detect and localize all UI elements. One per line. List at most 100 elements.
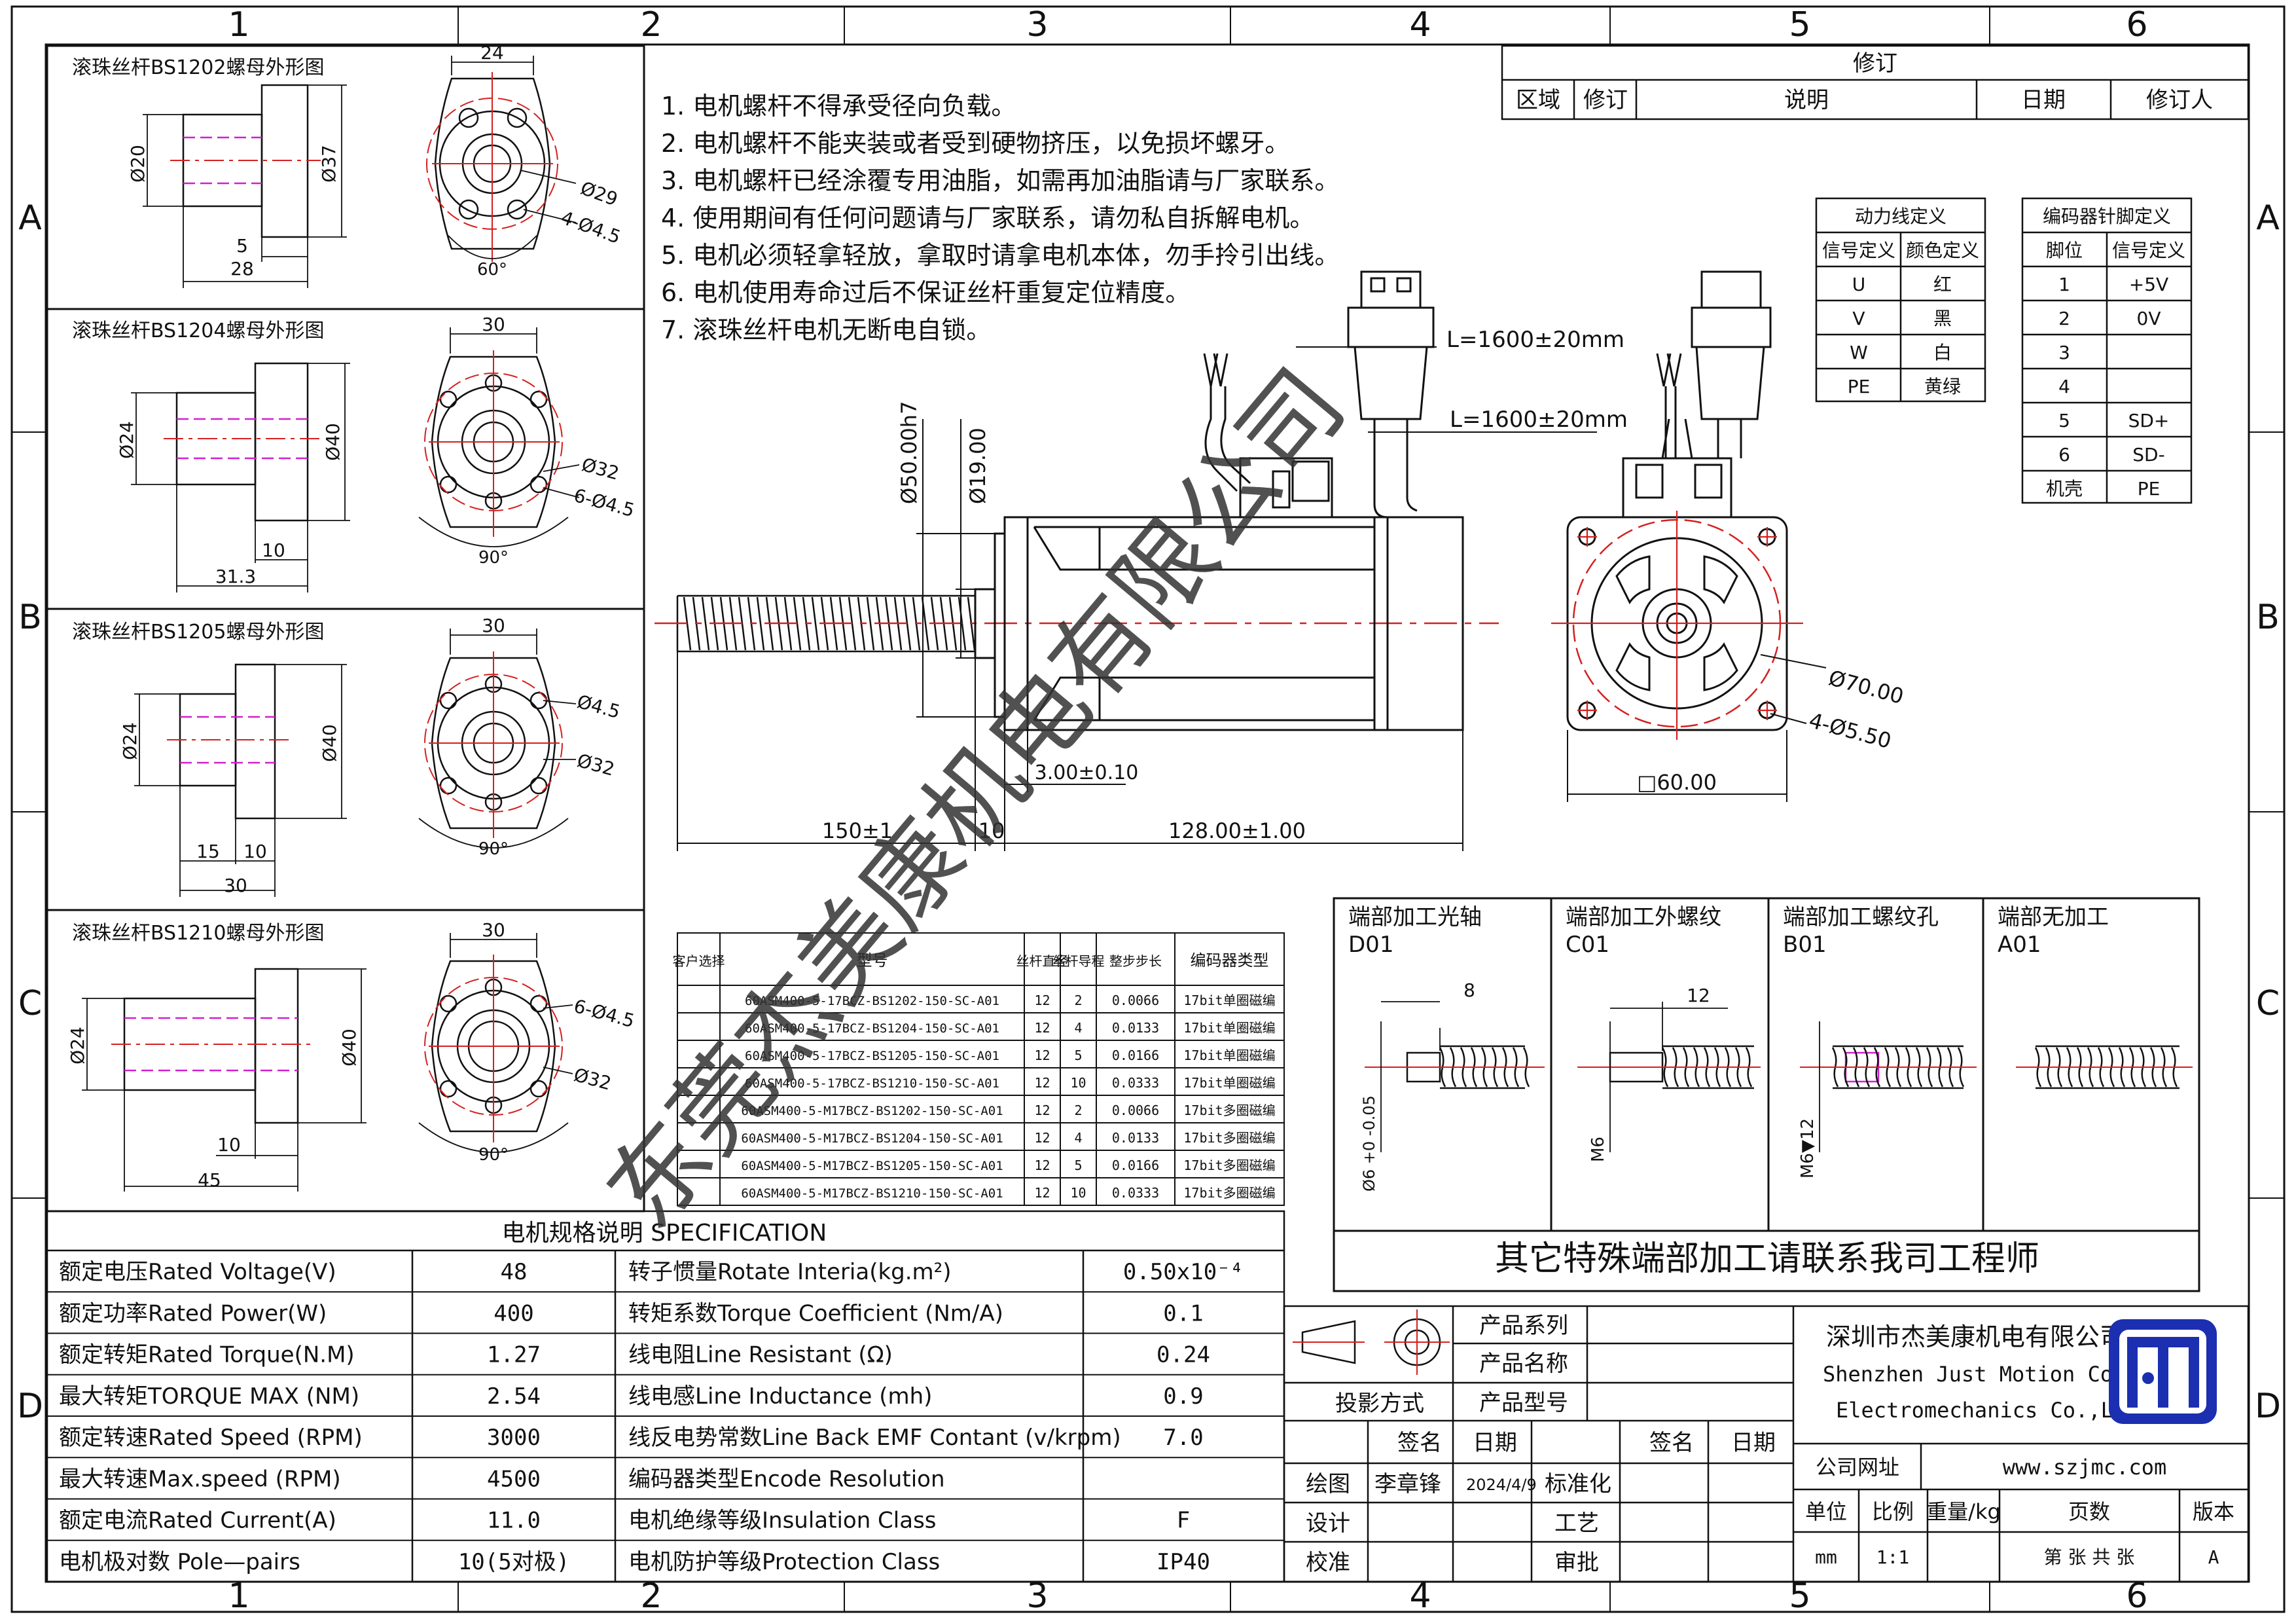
table-cell: 60ASM400-5-M17BCZ-BS1202-150-SC-A01 [741, 1104, 1003, 1118]
spec-value: 400 [493, 1300, 533, 1326]
row-label: C [18, 984, 42, 1023]
scale-value: 1:1 [1876, 1546, 1910, 1568]
draw-label: 绘图 [1306, 1471, 1350, 1497]
power-wire-table: 动力线定义 信号定义 颜色定义 U 红 V 黑 W 白 PE 黄绿 [1815, 197, 1986, 403]
table-cell: 12 [1034, 1048, 1050, 1063]
dim-label: Ø70.00 [1826, 665, 1907, 709]
dim-label: 90° [478, 548, 509, 568]
table-cell: SD+ [2128, 410, 2170, 431]
table-cell: 12 [1034, 1020, 1050, 1036]
table-cell: 黄绿 [1924, 376, 1961, 397]
scale-label: 比例 [1872, 1499, 1914, 1524]
dim-label: 45 [198, 1169, 221, 1191]
dim-label: 6-Ø4.5 [571, 995, 637, 1032]
check-label: 校准 [1306, 1550, 1350, 1576]
dim-label: 10 [217, 1134, 241, 1156]
projection-label: 投影方式 [1335, 1391, 1424, 1417]
spec-value: 0.9 [1163, 1383, 1203, 1410]
dim-label: 90° [478, 839, 509, 859]
dim-label: Ø40 [338, 1029, 360, 1067]
revision-header: 修订人 [2146, 87, 2213, 113]
dim-label: 30 [482, 919, 505, 941]
version-value: A [2208, 1546, 2219, 1568]
table-cell: 17bit多圈磁编 [1183, 1103, 1275, 1118]
sign-label: 签名 [1649, 1430, 1694, 1456]
spec-label: 额定转速Rated Speed (RPM) [59, 1425, 363, 1451]
dim-label: □60.00 [1637, 770, 1717, 795]
table-header: 整步步长 [1109, 953, 1162, 969]
dim-label: M6▼12 [1798, 1118, 1818, 1178]
table-cell: V [1852, 308, 1865, 329]
dim-label: 12 [1687, 985, 1710, 1006]
col-label: 1 [228, 5, 249, 45]
company-name-en: Electromechanics Co.,LTD [1836, 1398, 2138, 1423]
spec-label: 线电感Line Inductance (mh) [628, 1383, 932, 1410]
table-header: 编码器类型 [1191, 951, 1269, 970]
nut-title: 滚珠丝杆BS1210螺母外形图 [72, 922, 324, 945]
table-cell: 0.0066 [1112, 993, 1159, 1008]
table-cell: 17bit单圈磁编 [1183, 1075, 1275, 1091]
draw-date: 2024/4/9 [1466, 1476, 1537, 1494]
company-name-cn: 深圳市杰美康机电有限公司 [1826, 1322, 2125, 1351]
dim-label: 5 [236, 235, 248, 257]
dim-label: 24 [480, 42, 504, 64]
drawer-name: 李章锋 [1374, 1471, 1441, 1497]
dim-label: Ø32 [579, 454, 621, 484]
note: 6. 电机使用寿命过后不保证丝杆重复定位精度。 [661, 278, 1190, 307]
table-cell: 60ASM400-5-M17BCZ-BS1205-150-SC-A01 [741, 1159, 1003, 1173]
table-cell: 白 [1933, 342, 1952, 363]
table-header: 信号定义 [1822, 240, 1895, 261]
table-cell: 红 [1933, 274, 1952, 295]
row-label: C [2256, 984, 2280, 1023]
dim-label: M6 [1588, 1137, 1608, 1162]
design-label: 设计 [1306, 1510, 1350, 1537]
dim-label: 3.00±0.10 [1035, 761, 1139, 784]
spec-label: 最大转矩TORQUE MAX (NM) [59, 1383, 359, 1410]
spec-title: 电机规格说明 SPECIFICATION [502, 1220, 827, 1247]
table-cell: 6 [2058, 444, 2070, 465]
table-cell: 12 [1034, 1103, 1050, 1118]
dim-label: 10 [978, 818, 1005, 843]
note: 1. 电机螺杆不得承受径向负载。 [661, 92, 1016, 120]
table-cell: 17bit单圈磁编 [1183, 1048, 1275, 1063]
revision-header: 区域 [1516, 87, 1560, 113]
table-cell: +5V [2129, 274, 2168, 295]
company-logo [2109, 1319, 2217, 1424]
spec-label: 编码器类型Encode Resolution [628, 1466, 945, 1492]
dim-label: 30 [224, 875, 247, 896]
approve-label: 审批 [1554, 1550, 1599, 1576]
encoder-connector-left [1347, 270, 1435, 519]
dim-label: 10 [243, 841, 267, 862]
table-cell: 17bit多圈磁编 [1183, 1185, 1275, 1201]
product-name-label: 产品名称 [1479, 1351, 1568, 1377]
table-cell: 0.0066 [1112, 1103, 1159, 1118]
motor-side-view: Ø50.00h7 Ø19.00 150±1 10 128.00±1.00 3.0… [655, 270, 1628, 851]
dim-label: Ø37 [318, 145, 340, 183]
row-label: B [18, 598, 42, 637]
dim-label: L=1600±20mm [1446, 327, 1624, 353]
dim-label: 128.00±1.00 [1168, 818, 1306, 843]
version-label: 版本 [2193, 1499, 2234, 1524]
spec-value: 11.0 [487, 1508, 541, 1534]
revision-table [1501, 45, 2250, 120]
spec-label: 转矩系数Torque Coefficient (Nm/A) [628, 1300, 1003, 1326]
dim-label: Ø40 [322, 423, 344, 461]
col-label: 6 [2126, 5, 2147, 45]
table-cell: 4 [1074, 1130, 1082, 1146]
note: 7. 滚珠丝杆电机无断电自锁。 [661, 316, 991, 344]
motor-body [974, 516, 1464, 731]
dim-label: 4-Ø4.5 [558, 207, 624, 248]
table-cell: 5 [2058, 410, 2070, 431]
table-cell: 0.0166 [1112, 1048, 1159, 1063]
row-label: A [2256, 198, 2280, 238]
table-cell: 60ASM400-5-M17BCZ-BS1210-150-SC-A01 [741, 1186, 1003, 1201]
table-cell: 0.0133 [1112, 1020, 1159, 1036]
table-cell: 17bit多圈磁编 [1183, 1158, 1275, 1173]
row-label: D [17, 1387, 43, 1426]
revision-title: 修订 [1853, 50, 1897, 77]
end-type-code: B01 [1783, 932, 1827, 958]
dim-label: Ø24 [119, 722, 141, 760]
encoder-pin-table: 编码器针脚定义 脚位 信号定义 1 +5V 2 0V 3 4 5 SD+ 6 S… [2021, 197, 2193, 504]
power-cable-left [1203, 353, 1333, 519]
table-cell: 60ASM400-5-17BCZ-BS1205-150-SC-A01 [745, 1049, 999, 1063]
